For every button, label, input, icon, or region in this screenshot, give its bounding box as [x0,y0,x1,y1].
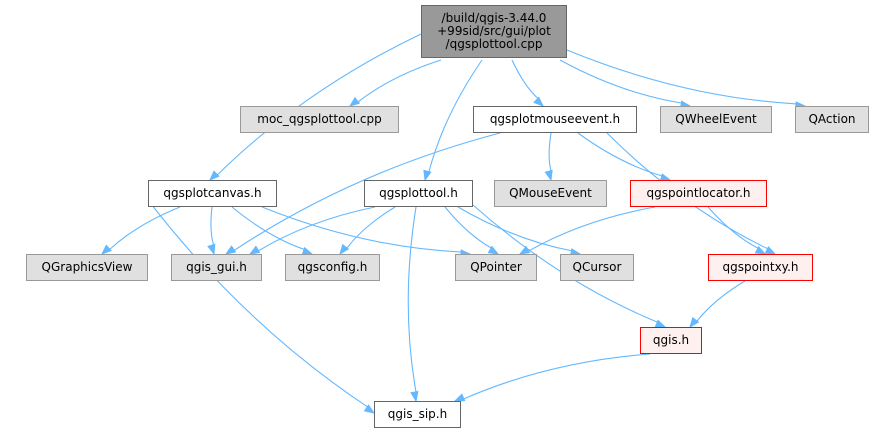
node-qgis-gui-h: qgis_gui.h [171,254,262,281]
arrowhead-mouseevent_h-to-qmouseevent [544,169,553,182]
node-qgis-h[interactable]: qgis.h [640,327,702,354]
node-qgsconfig-h: qgsconfig.h [285,254,380,281]
node-label: QPointer [470,260,522,274]
node-qaction: QAction [795,106,869,133]
node-qgis-sip-h[interactable]: qgis_sip.h [374,401,461,428]
node-label: QGraphicsView [41,260,133,274]
arrowhead-plottool_h-to-qgis_sip [410,390,419,403]
node-label: QWheelEvent [675,112,757,126]
node-label-line: /qgsplottool.cpp [445,37,543,51]
node-qwheelevent: QWheelEvent [660,106,772,133]
node-label-line: +99sid/src/gui/plot [437,24,551,38]
edge-plottool_h-to-qcursor [457,206,572,252]
edge-locator_h-to-qpointer [528,206,656,252]
edge-root-to-qwheelevent [559,59,682,104]
edge-plottool_h-to-qgis_sip [407,206,417,393]
node-qgsplotcanvas-h[interactable]: qgsplotcanvas.h [148,180,277,207]
node-moc-qgsplottool: moc_qgsplottool.cpp [240,106,399,133]
arrowhead-root-to-canvas_h [209,170,220,181]
arrowhead-pointxy_h-to-qgis_h [689,316,700,329]
node-label: QCursor [572,260,622,274]
edge-root-to-plottool_h [428,59,483,173]
arrowhead-root-to-plottool_h [423,169,432,182]
arrowhead-locator_h-to-pointxy_h [754,245,767,255]
edge-locator_h-to-pointxy_h [707,206,759,249]
arrowhead-root-to-mouseevent_h [533,96,545,107]
arrowhead-plottool_h-to-qgsconfig [339,243,350,256]
node-qcursor: QCursor [560,254,634,281]
arrowhead-qgis_h-to-qgis_sip [453,393,466,402]
node-qmouseevent: QMouseEvent [494,180,607,207]
node-qgspointlocator-h[interactable]: qgspointlocator.h [630,180,767,207]
node-label: qgis_gui.h [186,260,247,274]
arrowhead-canvas_h-to-qgis_sip [363,404,376,414]
arrowhead-locator_h-to-qpointer [518,245,531,255]
node-label: QMouseEvent [509,186,592,200]
edge-plottool_h-to-qgis_gui [258,206,376,252]
node-label: qgsconfig.h [297,260,368,274]
arrowhead-plottool_h-to-qgis_gui [248,245,261,255]
edge-root-to-mouseevent_h [511,59,539,99]
node-label: qgis.h [652,333,690,347]
edge-canvas_h-to-qgraphicsview [109,206,181,250]
arrowhead-plottool_h-to-qpointer [487,245,500,255]
node-label: qgsplottool.h [379,186,458,200]
edge-root-to-canvas_h [217,33,422,176]
edge-plottool_h-to-qgsconfig [346,206,396,249]
arrowhead-canvas_h-to-qgraphicsview [100,244,112,255]
edge-canvas_h-to-qpointer [261,206,462,253]
node-label: qgspointlocator.h [646,186,751,200]
arrowhead-mouseevent_h-to-pointxy_h [764,246,777,255]
node-label: qgsplotcanvas.h [163,186,262,200]
edge-plottool_h-to-qpointer [444,206,492,249]
edge-canvas_h-to-qgsconfig [231,206,305,250]
node-label: QAction [808,112,856,126]
edge-root-to-qaction [566,49,797,105]
node-label: qgis_sip.h [387,407,448,421]
node-root-file[interactable]: /build/qgis-3.44.0 +99sid/src/gui/plot /… [421,5,567,58]
edge-qgis_h-to-qgis_sip [463,353,651,400]
node-qgsplotmouseevent-h[interactable]: qgsplotmouseevent.h [473,106,637,133]
node-qpointer: QPointer [455,254,537,281]
edge-mouseevent_h-to-qmouseevent [548,132,552,172]
edge-mouseevent_h-to-locator_h [577,132,663,177]
arrowhead-mouseevent_h-to-qgis_gui [224,245,237,255]
node-label: moc_qgsplottool.cpp [257,112,382,126]
arrowhead-canvas_h-to-qgis_gui [207,243,216,256]
node-qgsplottool-h[interactable]: qgsplottool.h [364,180,473,207]
node-label: qgspointxy.h [722,260,799,274]
node-qgraphicsview: QGraphicsView [26,254,148,281]
edge-pointxy_h-to-qgis_h [696,280,746,322]
arrowhead-root-to-moc [348,96,361,107]
edge-root-to-moc [357,59,442,103]
node-qgspointxy-h[interactable]: qgspointxy.h [708,254,813,281]
node-label-line: /build/qgis-3.44.0 [441,11,547,25]
node-label: qgsplotmouseevent.h [489,112,621,126]
edge-canvas_h-to-qgis_sip [147,199,368,408]
edge-canvas_h-to-qgis_gui [210,206,215,246]
arrowhead-plottool_h-to-qgis_h [654,319,667,328]
